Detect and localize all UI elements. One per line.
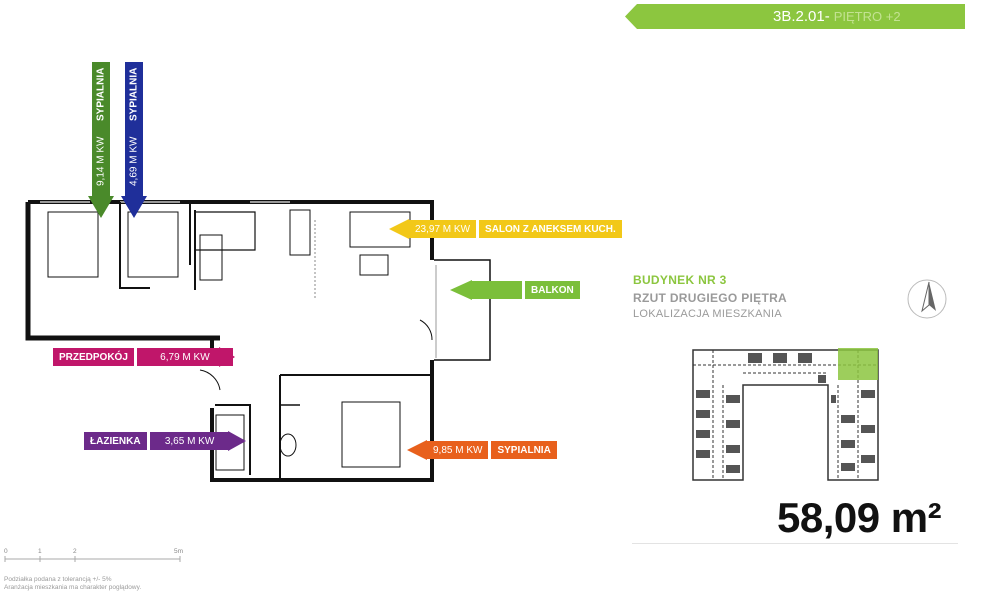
balkon-spacer [472, 281, 522, 299]
apartment-code: 3B.2.01-PIĘTRO +2 [773, 6, 901, 28]
scale-label-5m: 5m [174, 548, 184, 555]
divider [632, 543, 958, 544]
scale-label-2: 2 [73, 548, 77, 555]
scale-bar [4, 556, 181, 562]
balkon-arrow [450, 280, 472, 300]
bedroom-orange-name: SYPIALNIA [491, 441, 557, 459]
building-key-plan [692, 348, 879, 481]
bedroom-green-name: SYPIALNIA [92, 62, 110, 126]
lazienka-tag: ŁAZIENKA 3,65 M KW [84, 432, 230, 450]
przedpokoj-arrow [219, 347, 235, 367]
salon-name: SALON Z ANEKSEM KUCH. [479, 220, 622, 238]
apartment-code-label: 3B.2.01- [773, 8, 830, 25]
lazienka-name: ŁAZIENKA [84, 432, 147, 450]
balkon-tag: BALKON [525, 281, 580, 299]
salon-area: 23,97 M KW [409, 220, 477, 238]
salon-tag: 23,97 M KW SALON Z ANEKSEM KUCH. [409, 220, 622, 238]
balkon-name: BALKON [525, 281, 580, 299]
building-title: BUDYNEK NR 3 [633, 273, 727, 287]
lazienka-area: 3,65 M KW [149, 432, 230, 450]
przedpokoj-area: 6,79 M KW [136, 348, 233, 366]
bedroom-orange-area: 9,85 M KW [427, 441, 489, 459]
bedroom-blue-arrow [121, 196, 147, 218]
apartment-area: 58,09 m² [777, 494, 942, 542]
area-value: 58,09 [777, 494, 880, 541]
area-unit: m² [890, 494, 942, 541]
lazienka-arrow [228, 431, 246, 451]
plan-title: RZUT DRUGIEGO PIĘTRA [633, 291, 788, 305]
przedpokoj-name: PRZEDPOKÓJ [53, 348, 134, 366]
bedroom-orange-tag: 9,85 M KW SYPIALNIA [427, 441, 557, 459]
header-banner [625, 4, 965, 29]
bedroom-green-arrow [88, 196, 114, 218]
scale-label-0: 0 [4, 548, 8, 555]
floor-label: PIĘTRO +2 [833, 9, 901, 24]
przedpokoj-tag: PRZEDPOKÓJ 6,79 M KW [53, 348, 233, 366]
location-title: LOKALIZACJA MIESZKANIA [633, 308, 783, 320]
apartment-location-highlight [838, 348, 878, 380]
bedroom-green-area: 9,14 M KW [92, 126, 110, 196]
salon-arrow [389, 219, 409, 239]
arrangement-note: Aranżacja mieszkania ma charakter pogląd… [4, 584, 142, 591]
bedroom-orange-arrow [407, 440, 427, 460]
north-compass-icon [907, 279, 947, 319]
bedroom-blue-area: 4,69 M KW [125, 126, 143, 196]
tolerance-note: Podziałka podana z tolerancją +/- 5% [4, 576, 112, 583]
scale-label-1: 1 [38, 548, 42, 555]
bedroom-blue-name: SYPIALNIA [125, 62, 143, 126]
